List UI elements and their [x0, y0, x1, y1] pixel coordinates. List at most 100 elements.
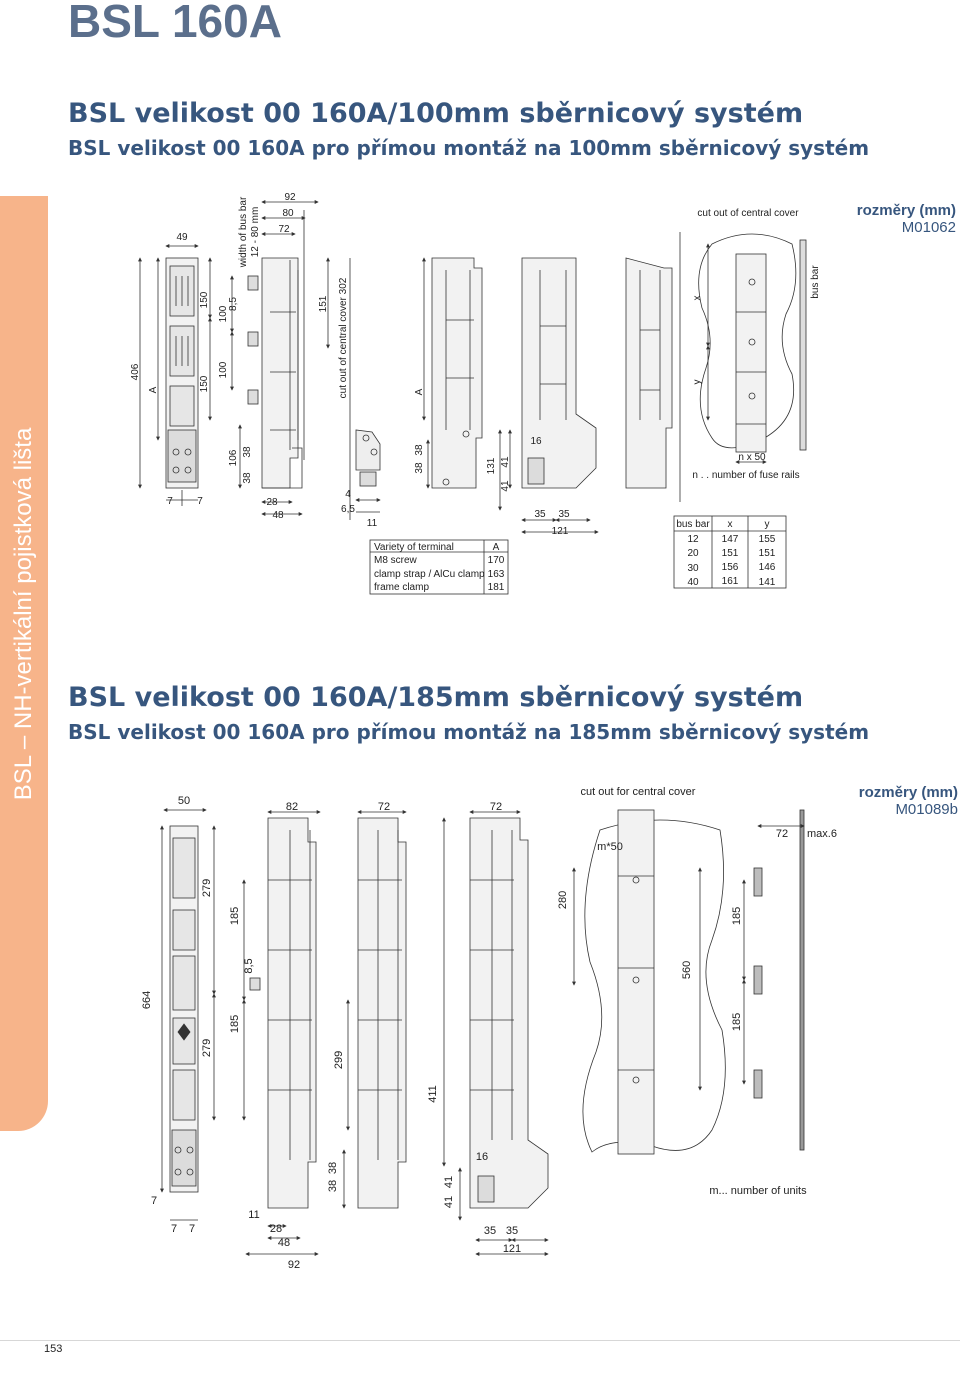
busbar-row-1-y: 155	[759, 534, 776, 545]
dim-121: 121	[552, 526, 569, 537]
dim-28: 28	[266, 497, 278, 508]
cutout-central-label: cut out of central cover	[697, 208, 799, 219]
dim-72: 72	[278, 224, 290, 235]
dim-279a: 279	[201, 879, 213, 897]
dim-100a: 100	[218, 305, 229, 322]
terminal-table-header-A: A	[493, 542, 500, 553]
dim-121: 121	[503, 1243, 521, 1255]
dim-80: 80	[282, 208, 294, 219]
drawing-code: M01089b	[895, 801, 958, 818]
s1-cutout-view	[698, 233, 807, 453]
cutout-central-label: cut out for central cover	[581, 786, 696, 798]
dim-406: 406	[130, 363, 141, 380]
sidebar-band: BSL – NH-vertikální pojistková lišta	[0, 196, 48, 1131]
dim-8-5: 8,5	[228, 297, 239, 311]
terminal-row-2-name: clamp strap / AlCu clamp	[374, 569, 485, 580]
dim-185c: 185	[731, 907, 743, 925]
dim-72a: 72	[378, 801, 390, 813]
drawing-code: M01062	[901, 219, 956, 236]
page-number: 153	[44, 1343, 63, 1355]
dim-16: 16	[530, 436, 542, 447]
busbar-row-1-bus: 12	[687, 534, 699, 545]
s1-terminal-detail	[355, 429, 381, 487]
dim-11: 11	[248, 1209, 259, 1221]
busbar-range-label: 12 - 80 mm	[250, 207, 261, 258]
dim-38b: 38	[327, 1162, 339, 1174]
busbar-row-3-y: 146	[759, 562, 776, 573]
dim-150a: 150	[199, 291, 210, 308]
s2-front-view	[169, 825, 199, 1193]
dim-7a: 7	[151, 1195, 157, 1207]
dim-72b: 72	[490, 801, 502, 813]
dim-411: 411	[427, 1085, 439, 1103]
dim-35b: 35	[558, 509, 570, 520]
dim-38d: 38	[414, 444, 425, 456]
dims-heading: rozměry (mm)	[856, 202, 956, 219]
s2-busbar-view	[753, 809, 805, 1151]
dim-49: 49	[176, 232, 188, 243]
bus-bar-label: bus bar	[810, 265, 821, 299]
dim-48: 48	[278, 1237, 290, 1249]
section1-subtitle: BSL velikost 00 160A pro přímou montáž n…	[68, 136, 870, 160]
dim-41a: 41	[443, 1196, 455, 1208]
dim-6-5: 6,5	[341, 504, 355, 515]
s2-cover-view	[469, 817, 549, 1209]
dim-35b: 35	[506, 1225, 518, 1237]
footer-divider	[0, 1340, 960, 1341]
dim-41b: 41	[500, 456, 511, 468]
dim-A2: A	[414, 388, 425, 395]
busbar-table-header-x: x	[728, 519, 733, 530]
dim-150b: 150	[199, 375, 210, 392]
cutout-302-label: cut out of central cover 302	[338, 277, 349, 398]
m-units-note: m... number of units	[709, 1185, 807, 1197]
dim-8-5: 8,5	[243, 958, 255, 973]
dim-16: 16	[476, 1151, 488, 1163]
s2-section-view	[357, 817, 407, 1209]
dim-7b: 7	[197, 496, 203, 507]
dim-max6: max.6	[807, 828, 837, 840]
s1-front-view	[165, 257, 199, 489]
busbar-row-4-bus: 40	[687, 577, 699, 588]
section2-subtitle: BSL velikost 00 160A pro přímou montáž n…	[68, 720, 870, 744]
dim-38a: 38	[327, 1180, 339, 1192]
busbar-width-label: width of bus bar	[238, 196, 249, 268]
s1-busbar-table-frame	[673, 515, 787, 589]
dim-48: 48	[272, 510, 284, 521]
dim-279b: 279	[201, 1039, 213, 1057]
dim-35a: 35	[484, 1225, 496, 1237]
busbar-row-1-x: 147	[722, 534, 739, 545]
busbar-table-header-y: y	[765, 519, 770, 530]
dim-A: A	[148, 386, 159, 393]
dim-11: 11	[367, 518, 378, 529]
dim-185b: 185	[229, 1015, 241, 1033]
terminal-row-2-value: 163	[488, 569, 505, 580]
section2-title: BSL velikost 00 160A/185mm sběrnicový sy…	[68, 682, 804, 713]
dim-7a: 7	[167, 496, 173, 507]
terminal-table-header-variety: Variety of terminal	[374, 542, 454, 553]
dim-185d: 185	[731, 1013, 743, 1031]
busbar-row-3-x: 156	[722, 562, 739, 573]
s2-side-view	[249, 817, 317, 1209]
busbar-row-2-bus: 20	[687, 548, 699, 559]
dim-299: 299	[333, 1051, 345, 1069]
s1-cover-view	[521, 257, 597, 489]
dim-280: 280	[557, 891, 569, 909]
dim-y: y	[692, 380, 703, 385]
dim-72c: 72	[776, 828, 788, 840]
terminal-row-1-name: M8 screw	[374, 555, 418, 566]
dim-7b: 7	[171, 1223, 177, 1235]
dim-131: 131	[486, 457, 497, 474]
terminal-row-3-name: frame clamp	[374, 582, 429, 593]
section1-dims-code: rozměry (mm) M01062	[857, 202, 956, 236]
section1-title: BSL velikost 00 160A/100mm sběrnicový sy…	[68, 98, 804, 129]
dim-106: 106	[228, 449, 239, 466]
dim-7c: 7	[189, 1223, 195, 1235]
busbar-row-3-bus: 30	[687, 563, 699, 574]
dim-28: 28	[270, 1223, 282, 1235]
dim-n-x-50: n x 50	[738, 452, 766, 463]
dim-38b: 38	[242, 446, 253, 458]
s2-cutout-view	[582, 809, 726, 1155]
terminal-row-1-value: 170	[488, 555, 505, 566]
dim-92: 92	[284, 192, 296, 203]
